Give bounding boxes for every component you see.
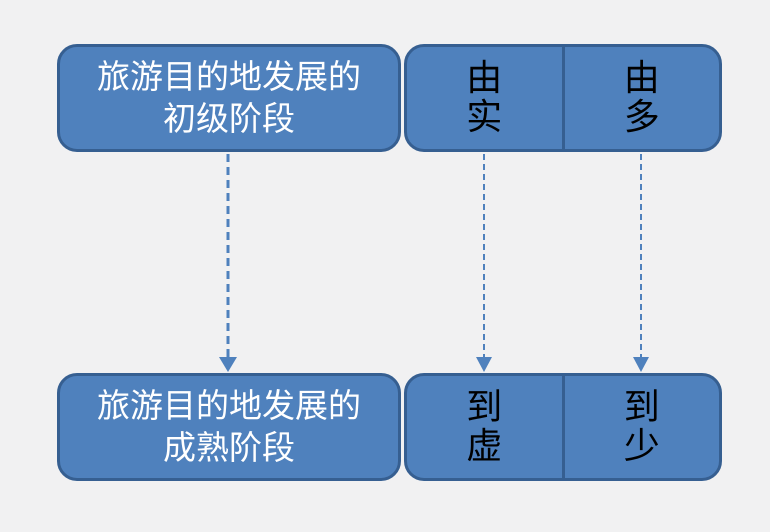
- from-many-char2: 多: [623, 97, 660, 138]
- to-few-char2: 少: [623, 426, 660, 467]
- cell-from-many: 由 多: [565, 47, 720, 149]
- to-virtual-char1: 到: [466, 387, 503, 428]
- initial-stage-line2: 初级阶段: [163, 99, 295, 138]
- real-to-virtual-arrow: [476, 154, 492, 372]
- cell-to-few: 到 少: [565, 376, 720, 478]
- initial-stage-line1: 旅游目的地发展的: [97, 57, 361, 96]
- to-virtual-char2: 虚: [466, 426, 503, 467]
- cell-to-virtual: 到 虚: [407, 376, 562, 478]
- stage-arrow-head-icon: [219, 357, 237, 372]
- box-bottom-transitions: 到 虚 到 少: [404, 373, 722, 481]
- many-to-few-arrow: [633, 154, 649, 372]
- from-real-char2: 实: [466, 97, 503, 138]
- stage-arrow: [219, 154, 237, 372]
- from-real-char1: 由: [466, 58, 503, 99]
- many-to-few-arrow-head-icon: [633, 357, 649, 372]
- cell-from-real: 由 实: [407, 47, 562, 149]
- box-mature-stage: 旅游目的地发展的 成熟阶段: [57, 373, 401, 481]
- mature-stage-line1: 旅游目的地发展的: [97, 386, 361, 425]
- to-few-char1: 到: [623, 387, 660, 428]
- bottom-cell-divider: [561, 373, 565, 481]
- top-cell-divider: [561, 44, 565, 152]
- box-initial-stage: 旅游目的地发展的 初级阶段: [57, 44, 401, 152]
- real-to-virtual-arrow-head-icon: [476, 357, 492, 372]
- from-many-char1: 由: [623, 58, 660, 99]
- mature-stage-line2: 成熟阶段: [163, 428, 295, 467]
- box-top-transitions: 由 实 由 多: [404, 44, 722, 152]
